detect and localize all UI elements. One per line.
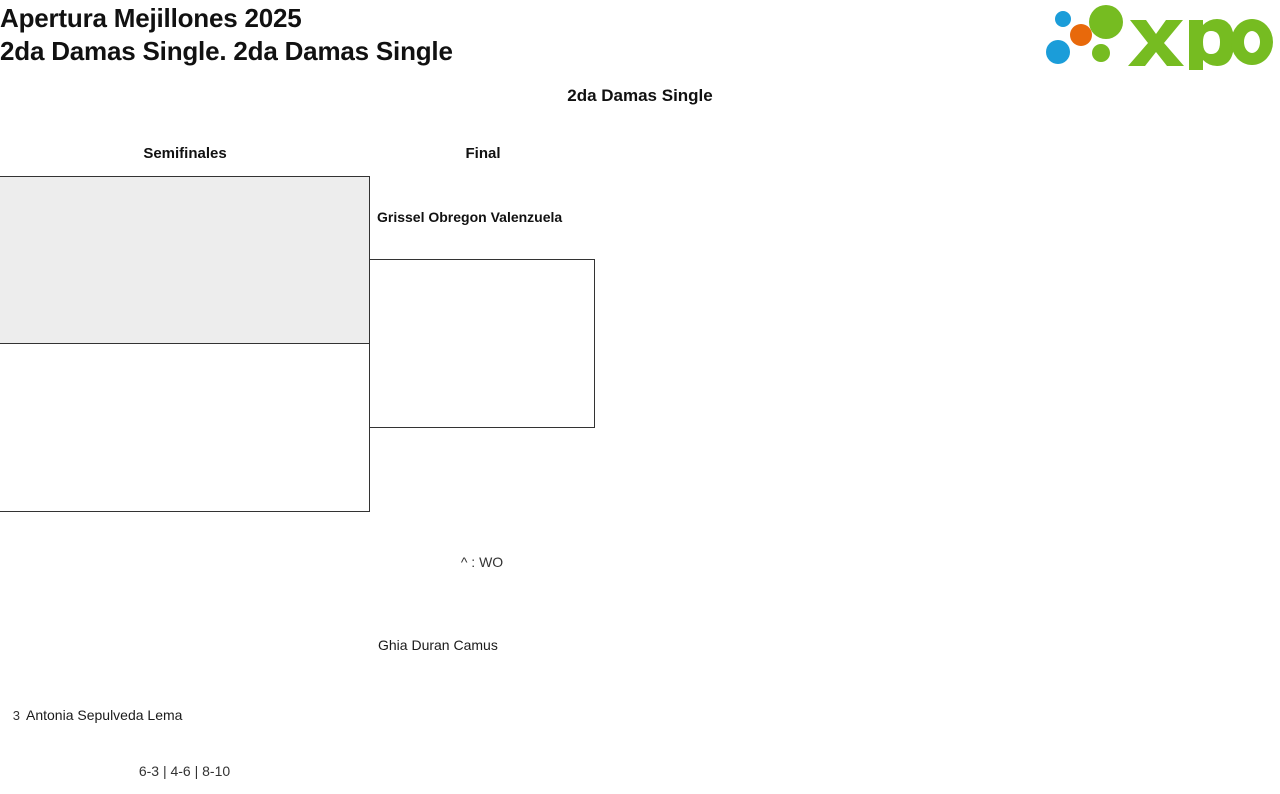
player-name-final-winner[interactable]: Grissel Obregon Valenzuela: [377, 209, 563, 225]
player-name-top[interactable]: Antonia Sepulveda Lema: [26, 707, 183, 723]
page-title-line-1: Apertura Mejillones 2025: [0, 3, 302, 33]
match-score: 6-3 | 4-6 | 8-10: [138, 763, 231, 779]
bracket-title: 2da Damas Single: [567, 86, 713, 105]
match-semifinal-2[interactable]: 3 Antonia Sepulveda Lema 6-3 | 4-6 | 8-1…: [0, 343, 370, 779]
player-name-bottom[interactable]: Ghia Duran Camus: [378, 637, 498, 653]
seed-number: 3: [12, 708, 20, 723]
page-title-line-2: 2da Damas Single. 2da Damas Single: [0, 36, 453, 66]
xporty-logo: [1044, 4, 1274, 70]
round-label-semifinales: Semifinales: [143, 145, 227, 162]
round-label-final: Final: [465, 145, 501, 162]
page-title: Apertura Mejillones 2025 2da Damas Singl…: [0, 2, 453, 68]
match-semifinal-1[interactable]: 1 Grissel Obregon Valenzuela 4-6 | 6-0 |…: [0, 176, 370, 500]
logo-wordmark: [1128, 19, 1273, 70]
match-final[interactable]: ^ : WO Ghia Duran Camus: [369, 259, 595, 653]
logo-dots-icon: [1046, 5, 1123, 64]
match-score: ^ : WO: [460, 554, 504, 570]
